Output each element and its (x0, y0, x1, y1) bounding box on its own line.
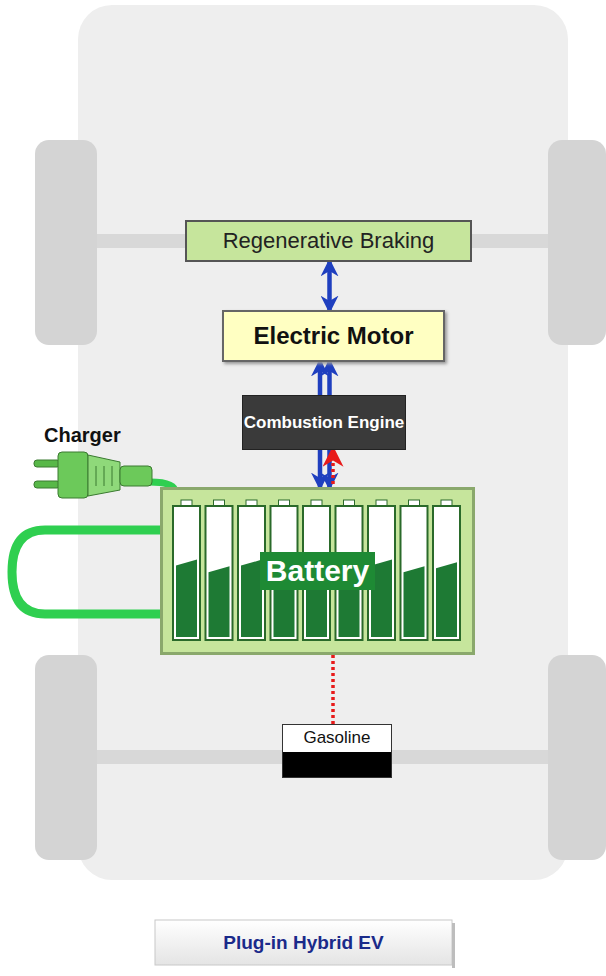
wheel (35, 655, 97, 860)
caption: Plug-in Hybrid EV (155, 920, 452, 965)
node-label: Combustion Engine (244, 413, 405, 433)
power-flow-arrow (318, 362, 323, 395)
fuel-tank: Gasoline (282, 724, 392, 778)
node-label: Electric Motor (253, 322, 413, 350)
node-label: Regenerative Braking (223, 228, 435, 253)
charger-label: Charger (44, 424, 121, 447)
wheel (548, 655, 606, 860)
charger-cable (12, 530, 160, 614)
plug-icon (34, 452, 152, 498)
power-flow-arrow (327, 262, 332, 310)
caption-box (155, 920, 452, 965)
node-label: Gasoline (303, 728, 370, 748)
wheel (548, 140, 606, 345)
car-body (78, 5, 568, 880)
process-box: Regenerative Braking (185, 220, 472, 262)
node-label: Battery (260, 552, 375, 591)
process-box: Electric Motor (222, 310, 445, 362)
caption-shadow (452, 923, 455, 968)
power-flow-arrow (318, 450, 323, 487)
wheel (35, 140, 97, 345)
battery-box: Battery (160, 487, 475, 655)
engine-box: Combustion Engine (242, 395, 406, 450)
